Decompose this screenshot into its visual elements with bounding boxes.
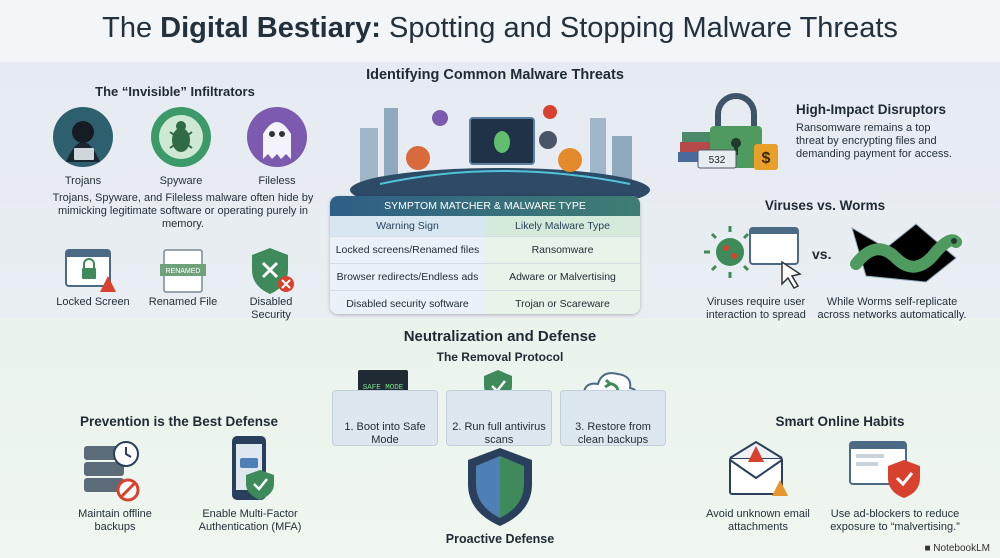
svg-text:$: $ xyxy=(762,150,771,167)
table-cell-sign: Browser redirects/Endless ads xyxy=(330,264,485,290)
svg-text:RENAMED: RENAMED xyxy=(165,268,200,275)
proactive-defense-shield-icon xyxy=(468,448,532,526)
table-cell-type: Trojan or Scareware xyxy=(485,291,640,314)
table-title: SYMPTOM MATCHER & MALWARE TYPE xyxy=(330,196,640,216)
virus-text: Viruses require user interaction to spre… xyxy=(706,296,806,321)
removal-protocol-subheading: The Removal Protocol xyxy=(436,350,564,364)
table-row: Locked screens/Renamed files Ransomware xyxy=(330,236,640,263)
malware-city-illustration xyxy=(350,105,650,198)
spyware-bug-icon xyxy=(151,107,211,167)
col-warning-sign: Warning Sign xyxy=(330,216,485,236)
worm-network-icon xyxy=(850,223,962,283)
renamed-file-label: Renamed File xyxy=(148,296,218,308)
svg-text:SAFE MODE: SAFE MODE xyxy=(363,384,404,392)
symptom-matcher-table: SYMPTOM MATCHER & MALWARE TYPE Warning S… xyxy=(330,196,640,314)
locked-screen-label: Locked Screen xyxy=(56,296,130,308)
viruses-heading: Viruses vs. Worms xyxy=(764,198,886,213)
table-cell-sign: Locked screens/Renamed files xyxy=(330,237,485,263)
col-malware-type: Likely Malware Type xyxy=(485,216,640,236)
mfa-phone-icon xyxy=(232,436,274,500)
email-attachments-label: Avoid unknown email attachments xyxy=(706,508,810,533)
invisible-heading: The “Invisible” Infiltrators xyxy=(95,84,255,99)
spyware-label: Spyware xyxy=(159,175,203,187)
smart-habits-heading: Smart Online Habits xyxy=(775,414,905,429)
fileless-ghost-icon xyxy=(247,107,307,167)
invisible-description: Trojans, Spyware, and Fileless malware o… xyxy=(52,192,314,230)
step-restore-backups: 3. Restore from clean backups xyxy=(560,390,666,446)
table-row: Browser redirects/Endless ads Adware or … xyxy=(330,263,640,290)
step-antivirus-scan: 2. Run full antivirus scans xyxy=(446,390,552,446)
high-impact-text: Ransomware remains a top threat by encry… xyxy=(796,122,952,160)
step-label: 2. Run full antivirus scans xyxy=(452,421,546,446)
vs-label: vs. xyxy=(812,246,832,262)
disabled-security-shield-icon xyxy=(252,248,294,294)
svg-text:532: 532 xyxy=(709,155,726,166)
worm-text: While Worms self-replicate across networ… xyxy=(817,296,967,321)
notebooklm-footer: ■ NotebookLM xyxy=(924,543,990,554)
proactive-defense-label: Proactive Defense xyxy=(445,532,555,546)
locked-screen-icon xyxy=(65,249,116,292)
step-label: 1. Boot into Safe Mode xyxy=(344,421,426,446)
table-cell-type: Adware or Malvertising xyxy=(485,264,640,290)
high-impact-heading: High-Impact Disruptors xyxy=(796,102,947,117)
mfa-label: Enable Multi-Factor Authentication (MFA) xyxy=(198,508,302,533)
identifying-heading: Identifying Common Malware Threats xyxy=(366,67,624,83)
neutralization-heading: Neutralization and Defense xyxy=(403,328,597,345)
table-header-row: Warning Sign Likely Malware Type xyxy=(330,216,640,236)
ransomware-lock-icon: 532 $ xyxy=(678,93,778,170)
table-cell-sign: Disabled security software xyxy=(330,291,485,314)
ad-blocker-browser-icon xyxy=(849,441,920,498)
step-label: 3. Restore from clean backups xyxy=(575,421,651,446)
page-title: The Digital Bestiary: Spotting and Stopp… xyxy=(102,12,898,44)
ad-blockers-label: Use ad-blockers to reduce exposure to “m… xyxy=(830,508,960,533)
renamed-file-icon: RENAMED xyxy=(160,249,206,293)
step-boot-safe-mode: 1. Boot into Safe Mode xyxy=(332,390,438,446)
table-row: Disabled security software Trojan or Sca… xyxy=(330,290,640,314)
table-cell-type: Ransomware xyxy=(485,237,640,263)
disabled-security-label: Disabled Security xyxy=(249,296,293,321)
notebooklm-logo-icon: ■ xyxy=(924,543,934,554)
trojan-hacker-icon xyxy=(53,107,113,167)
trojans-label: Trojans xyxy=(64,175,102,187)
offline-backup-server-icon xyxy=(84,441,140,502)
prevention-heading: Prevention is the Best Defense xyxy=(80,414,279,429)
virus-click-icon xyxy=(704,226,802,289)
email-attachment-warning-icon xyxy=(729,440,788,496)
offline-backups-label: Maintain offline backups xyxy=(78,508,152,533)
fileless-label: Fileless xyxy=(258,175,296,187)
